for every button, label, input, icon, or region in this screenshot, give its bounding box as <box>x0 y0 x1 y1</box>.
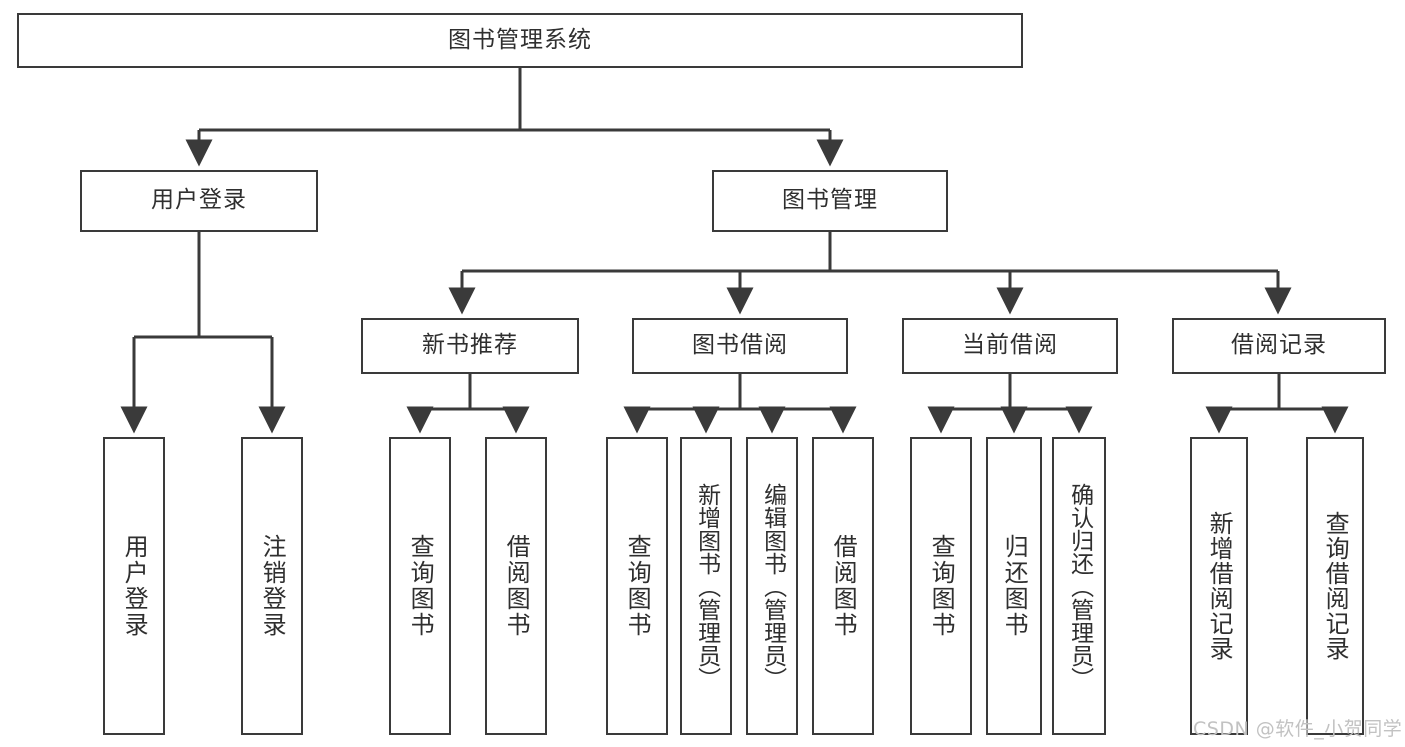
node-leaf-query-book-1[interactable]: 查询图书 <box>389 437 451 735</box>
node-leaf-user-login-label: 用户登录 <box>120 534 149 638</box>
node-leaf-edit-book[interactable]: 编辑图书（管理员） <box>746 437 798 735</box>
node-root-label: 图书管理系统 <box>448 26 592 53</box>
node-leaf-query-record-label: 查询借阅记录 <box>1321 511 1350 661</box>
node-leaf-add-record-label: 新增借阅记录 <box>1205 511 1234 661</box>
node-book-manage-label: 图书管理 <box>782 187 878 214</box>
node-new-book-rec[interactable]: 新书推荐 <box>361 318 579 374</box>
node-leaf-query-book-3[interactable]: 查询图书 <box>910 437 972 735</box>
node-leaf-borrow-book-1[interactable]: 借阅图书 <box>485 437 547 735</box>
node-leaf-borrow-book-2[interactable]: 借阅图书 <box>812 437 874 735</box>
node-leaf-borrow-book-2-label: 借阅图书 <box>829 534 858 638</box>
node-leaf-return-book-label: 归还图书 <box>1000 534 1029 638</box>
node-leaf-return-book[interactable]: 归还图书 <box>986 437 1042 735</box>
node-current-borrow-label: 当前借阅 <box>962 332 1058 359</box>
node-borrow-record[interactable]: 借阅记录 <box>1172 318 1386 374</box>
node-leaf-user-login[interactable]: 用户登录 <box>103 437 165 735</box>
node-user-login[interactable]: 用户登录 <box>80 170 318 232</box>
node-book-borrow[interactable]: 图书借阅 <box>632 318 848 374</box>
node-leaf-query-record[interactable]: 查询借阅记录 <box>1306 437 1364 735</box>
node-leaf-confirm-return-label: 确认归还（管理员） <box>1066 482 1093 690</box>
node-leaf-add-book[interactable]: 新增图书（管理员） <box>680 437 732 735</box>
node-leaf-add-book-label: 新增图书（管理员） <box>693 482 720 690</box>
node-leaf-query-book-2-label: 查询图书 <box>623 534 652 638</box>
node-new-book-rec-label: 新书推荐 <box>422 332 518 359</box>
node-leaf-add-record[interactable]: 新增借阅记录 <box>1190 437 1248 735</box>
node-leaf-query-book-2[interactable]: 查询图书 <box>606 437 668 735</box>
node-leaf-logout-label: 注销登录 <box>258 534 287 638</box>
node-root[interactable]: 图书管理系统 <box>17 13 1023 68</box>
node-leaf-borrow-book-1-label: 借阅图书 <box>502 534 531 638</box>
node-leaf-query-book-1-label: 查询图书 <box>406 534 435 638</box>
node-book-manage[interactable]: 图书管理 <box>712 170 948 232</box>
csdn-watermark: CSDN @软件_小贺同学 <box>1193 718 1403 740</box>
node-book-borrow-label: 图书借阅 <box>692 332 788 359</box>
node-leaf-logout[interactable]: 注销登录 <box>241 437 303 735</box>
node-borrow-record-label: 借阅记录 <box>1231 332 1327 359</box>
node-current-borrow[interactable]: 当前借阅 <box>902 318 1118 374</box>
node-leaf-query-book-3-label: 查询图书 <box>927 534 956 638</box>
node-leaf-edit-book-label: 编辑图书（管理员） <box>759 482 786 690</box>
node-leaf-confirm-return[interactable]: 确认归还（管理员） <box>1052 437 1106 735</box>
node-user-login-label: 用户登录 <box>151 187 247 214</box>
